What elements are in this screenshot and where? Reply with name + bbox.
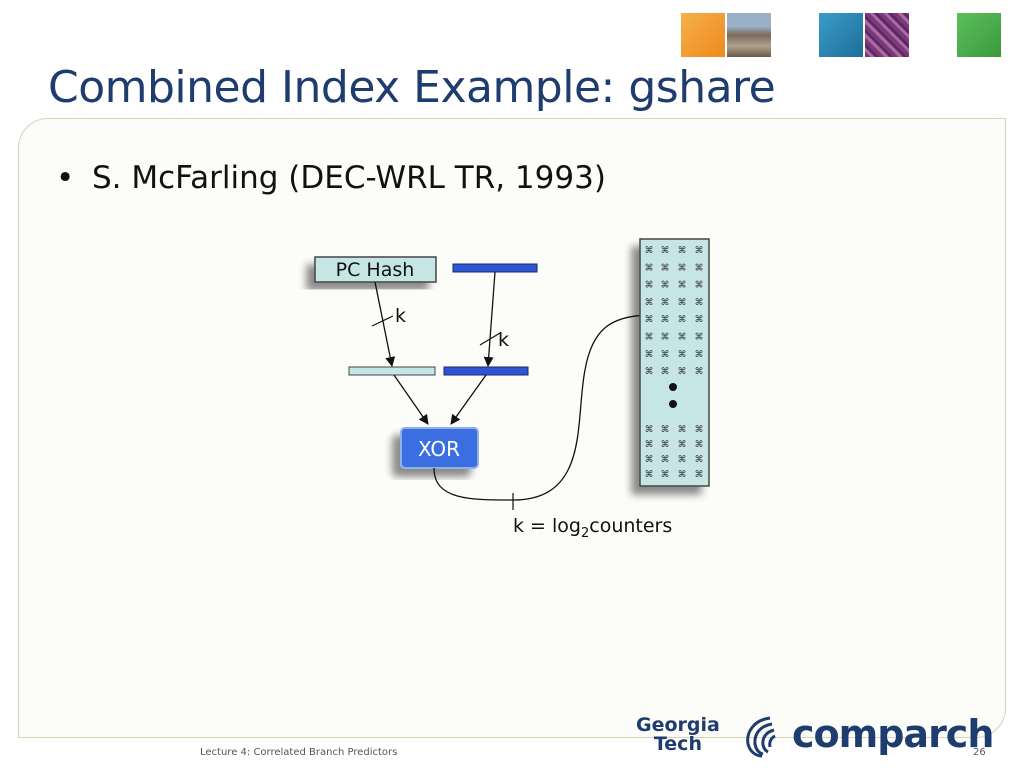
counter-cell: ⌘ <box>661 315 670 325</box>
k-bit-slash-1 <box>371 315 394 327</box>
history-bits-to-xor-arrow <box>450 374 487 425</box>
georgia-tech-logo: Georgia Tech <box>636 716 720 754</box>
counter-cell: ⌘ <box>695 298 704 308</box>
bullet-text: S. McFarling (DEC-WRL TR, 1993) <box>92 160 606 196</box>
k-bit-slash-2 <box>479 332 501 346</box>
counter-cell: ⌘ <box>678 455 687 465</box>
counter-cell: ⌘ <box>678 440 687 450</box>
counter-cell: ⌘ <box>678 246 687 256</box>
counter-cell: ⌘ <box>661 333 670 343</box>
counter-cell: ⌘ <box>695 315 704 325</box>
content-frame <box>18 118 1006 738</box>
georgia-text: Georgia <box>636 714 720 736</box>
counter-cell: ⌘ <box>645 246 654 256</box>
pc-hash-register <box>314 256 437 283</box>
counter-cell: ⌘ <box>645 350 654 360</box>
counter-cell: ⌘ <box>661 470 670 480</box>
counter-cell: ⌘ <box>678 367 687 377</box>
comparch-swirl-icon <box>746 716 776 758</box>
counter-cell: ⌘ <box>695 440 704 450</box>
counter-cell: ⌘ <box>645 315 654 325</box>
counter-cell: ⌘ <box>645 425 654 435</box>
counter-cell: ⌘ <box>678 333 687 343</box>
ellipsis-dot-1 <box>669 383 677 391</box>
counter-cell: ⌘ <box>661 440 670 450</box>
pc-hash-label: PC Hash <box>336 259 415 281</box>
counter-cell: ⌘ <box>695 470 704 480</box>
counter-cell: ⌘ <box>678 281 687 291</box>
counter-cell: ⌘ <box>645 440 654 450</box>
slide-title: Combined Index Example: gshare <box>48 62 776 113</box>
header-tile-photo-chip <box>865 13 909 57</box>
header-tile-photo-campus <box>727 13 771 57</box>
tech-text: Tech <box>653 733 702 755</box>
counter-cell: ⌘ <box>645 281 654 291</box>
k-label-2: k <box>498 329 509 351</box>
counter-cell: ⌘ <box>645 367 654 377</box>
counter-cell: ⌘ <box>645 263 654 273</box>
counter-cell: ⌘ <box>695 246 704 256</box>
xor-gate <box>400 427 479 469</box>
equation-subscript: 2 <box>581 526 589 541</box>
history-to-index-arrow <box>483 271 496 367</box>
counter-cell: ⌘ <box>661 281 670 291</box>
counter-cell: ⌘ <box>678 425 687 435</box>
header-tile-blue <box>819 13 863 57</box>
pc-bits-register <box>348 366 436 376</box>
counter-cell: ⌘ <box>695 263 704 273</box>
bullet-item: • S. McFarling (DEC-WRL TR, 1993) <box>56 160 606 196</box>
counter-table <box>639 238 710 487</box>
counter-cell: ⌘ <box>678 298 687 308</box>
counter-cell: ⌘ <box>678 350 687 360</box>
counter-cell: ⌘ <box>645 298 654 308</box>
equation-suffix: counters <box>589 515 672 537</box>
history-bits-register <box>443 366 529 376</box>
comparch-logo: comparch <box>792 712 994 756</box>
counter-cell: ⌘ <box>661 350 670 360</box>
ellipsis-dot-2 <box>669 400 677 408</box>
counter-cell: ⌘ <box>661 263 670 273</box>
bullet-marker: • <box>56 160 75 196</box>
counter-cell: ⌘ <box>695 367 704 377</box>
header-tile-green <box>957 13 1001 57</box>
header-tile-orange <box>681 13 725 57</box>
counter-cell: ⌘ <box>661 298 670 308</box>
counter-cell: ⌘ <box>661 425 670 435</box>
counter-cell: ⌘ <box>645 455 654 465</box>
counter-cell: ⌘ <box>695 281 704 291</box>
counter-cell: ⌘ <box>695 350 704 360</box>
counter-cell: ⌘ <box>695 333 704 343</box>
equation-prefix: k = log <box>513 515 581 537</box>
footer-lecture-title: Lecture 4: Correlated Branch Predictors <box>200 747 398 758</box>
counter-cell: ⌘ <box>645 470 654 480</box>
counter-size-equation: k = log2counters <box>513 515 672 541</box>
xor-label: XOR <box>418 437 460 461</box>
counter-cell: ⌘ <box>695 455 704 465</box>
counter-cell: ⌘ <box>695 425 704 435</box>
pc-to-index-arrow <box>374 281 396 367</box>
pc-bits-to-xor-arrow <box>393 374 429 425</box>
counter-cell: ⌘ <box>678 315 687 325</box>
counter-cell: ⌘ <box>661 455 670 465</box>
counter-cell: ⌘ <box>661 367 670 377</box>
counter-cell: ⌘ <box>645 333 654 343</box>
counter-cells: ⌘ ⌘ ⌘ ⌘ ⌘ ⌘ ⌘ ⌘ ⌘ ⌘ ⌘ ⌘ ⌘ ⌘ ⌘ ⌘ ⌘ ⌘ ⌘ ⌘ ⌘ ⌘ ⌘ ⌘ ⌘ ⌘ ⌘ ⌘ ⌘ ⌘ ⌘ ⌘ ⌘ ⌘ ⌘ ⌘ ⌘ ⌘ ⌘ ⌘… <box>645 246 704 480</box>
counter-cell: ⌘ <box>678 470 687 480</box>
global-history-register <box>452 263 538 273</box>
counter-cell: ⌘ <box>678 263 687 273</box>
counter-cell: ⌘ <box>661 246 670 256</box>
k-label-1: k <box>395 305 406 327</box>
index-to-table-arrow <box>433 310 653 501</box>
page-number: 26 <box>973 747 986 758</box>
